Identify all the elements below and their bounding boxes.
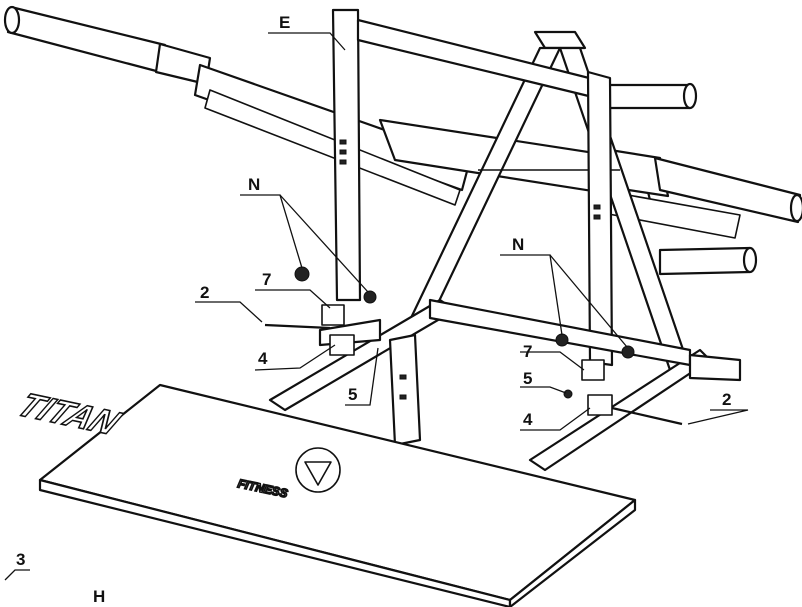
label-E: E <box>279 13 290 32</box>
label-4-right: 4 <box>523 410 533 429</box>
upright-frame-e <box>331 8 614 367</box>
label-H: H <box>93 587 105 606</box>
label-7-left: 7 <box>262 270 271 289</box>
label-5-left: 5 <box>348 385 357 404</box>
label-7-right: 7 <box>523 342 532 361</box>
leader-lines <box>4 32 749 581</box>
weight-horn-upper <box>598 82 698 110</box>
label-N-left: N <box>248 175 260 194</box>
label-2-right: 2 <box>722 390 731 409</box>
label-4-left: 4 <box>258 349 268 368</box>
center-post <box>388 333 422 447</box>
logo-brand: TITAN <box>10 387 127 441</box>
weight-horn-lower <box>658 246 758 276</box>
foot-platform <box>38 383 637 607</box>
lever-arm-right <box>378 118 802 239</box>
label-2-left: 2 <box>200 283 209 302</box>
label-3: 3 <box>16 550 25 569</box>
hardware <box>264 266 683 426</box>
label-5-right: 5 <box>523 369 532 388</box>
label-N-right: N <box>512 235 524 254</box>
